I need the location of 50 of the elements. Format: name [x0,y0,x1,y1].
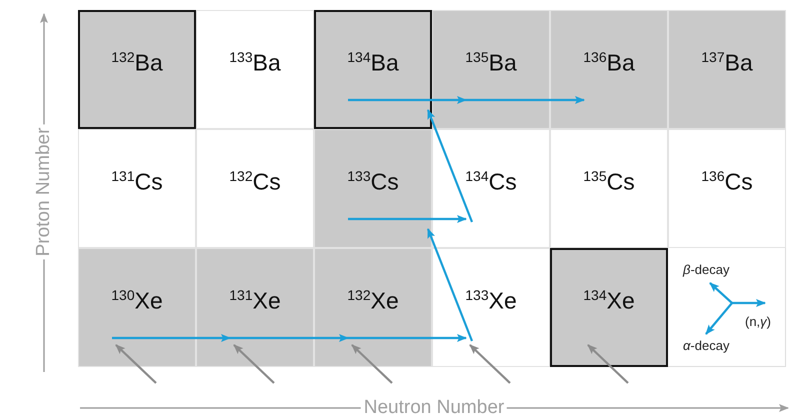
nuclide-symbol: $^{132}$Ba [111,48,163,76]
nuclide-symbol: $^{130}$Xe [111,286,163,314]
arrow [351,344,393,384]
nuclide-cell [432,10,550,129]
nuclide-cell [196,248,314,367]
nuclide-cell [550,10,668,129]
arrow [469,344,511,384]
legend-label: β-decay [683,262,730,277]
arrow [112,334,231,342]
nuclide-symbol: $^{133}$Ba [229,48,281,76]
nuclide-symbol: $^{135}$Cs [583,168,635,196]
nuclide-cell [550,129,668,248]
nuclide-cell [668,129,786,248]
nuclide-cell [668,10,786,129]
nuclide-symbol: $^{137}$Ba [701,48,753,76]
nuclide-cell [196,10,314,129]
nuclide-symbol: $^{134}$Cs [465,168,517,196]
nuclide-cell [550,248,668,367]
arrow [348,334,467,342]
nuclide-cell [78,10,196,129]
nuclide-symbol: $^{132}$Cs [229,168,281,196]
arrow [348,215,467,223]
arrow [426,109,474,222]
nuclide-symbol: $^{134}$Xe [583,286,635,314]
arrow [230,334,349,342]
nuclide-cell [432,248,550,367]
arrow [466,96,585,104]
arrow [233,344,275,384]
arrow [348,96,467,104]
nuclide-cell [196,129,314,248]
nuclide-symbol: $^{131}$Xe [229,286,281,314]
arrow [426,228,474,342]
nuclide-symbol: $^{134}$Ba [347,48,399,76]
legend-label: (n,γ) [745,314,772,329]
nuclide-cell [78,248,196,367]
arrow [115,344,157,384]
nuclide-cell [78,129,196,248]
nuclide-symbol: $^{136}$Cs [701,168,753,196]
nuclide-symbol: $^{133}$Xe [465,286,517,314]
legend-label: α-decay [683,338,730,353]
nuclide-symbol: $^{131}$Cs [111,168,163,196]
nuclide-cell [314,248,432,367]
nuclide-cell [314,10,432,129]
nuclide-symbol: $^{132}$Xe [347,286,399,314]
nuclide-cell [314,129,432,248]
nuclide-symbol: $^{135}$Ba [465,48,517,76]
nuclide-symbol: $^{136}$Ba [583,48,635,76]
nuclide-symbol: $^{133}$Cs [347,168,399,196]
nuclide-cell [432,129,550,248]
arrow [587,344,629,384]
